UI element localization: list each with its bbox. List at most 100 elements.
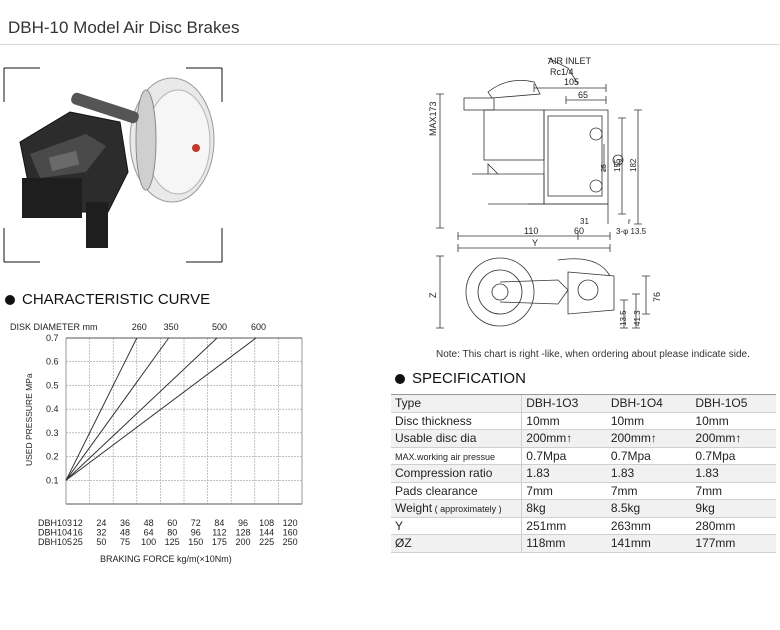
x-tick-label: 32	[96, 528, 106, 538]
x-tick-label: 80	[167, 528, 177, 538]
spec-row-label: Compression ratio	[391, 464, 523, 483]
spec-cell: 7mm	[606, 482, 692, 500]
dim-z: Z	[428, 292, 438, 298]
spec-cell: DBH-1O3	[521, 395, 607, 413]
dim-41-3: 41.3	[633, 310, 642, 326]
spec-cell: 251mm	[521, 517, 607, 535]
product-photo	[3, 67, 223, 263]
dim-31: 31	[580, 217, 589, 226]
x-tick-label: 200	[235, 537, 250, 547]
spec-cell: 7mm	[521, 482, 607, 500]
y-tick-label: 0.3	[46, 428, 59, 438]
spec-row-label: Usable disc dia	[391, 429, 523, 448]
spec-row-label: Weight ( approximately )	[391, 499, 523, 518]
dim-60: 60	[574, 226, 584, 236]
spec-heading-text: SPECIFICATION	[412, 370, 526, 387]
x-tick-label: 16	[73, 528, 83, 538]
technical-drawing: AIR INLET Rc1/4 105 65 MAX173 2 25 155 1…	[428, 56, 662, 329]
x-tick-label: 160	[283, 528, 298, 538]
spec-cell: 141mm	[606, 534, 692, 553]
title-divider	[0, 44, 780, 45]
x-tick-label: 128	[235, 528, 250, 538]
dim-65: 65	[578, 90, 588, 100]
spec-row-label: ØZ	[391, 534, 523, 553]
spec-cell: 280mm	[691, 517, 776, 535]
spec-top-rule	[391, 394, 776, 395]
series-label-350: 350	[164, 322, 179, 332]
corner-mark-br	[186, 228, 223, 263]
x-tick-label: 225	[259, 537, 274, 547]
disk-diameter-label: DISK DIAMETER mm	[10, 322, 98, 332]
spec-cell: 200mm↑	[521, 429, 607, 448]
y-tick-label: 0.7	[46, 333, 59, 343]
spec-cell: 9kg	[691, 499, 776, 518]
dim-y: Y	[532, 238, 538, 248]
spec-cell: 1.83	[521, 464, 607, 483]
x-tick-label: 125	[165, 537, 180, 547]
x-tick-label: 64	[144, 528, 154, 538]
curve-heading-text: CHARACTERISTIC CURVE	[22, 291, 211, 308]
x-row-name: DBH104	[38, 528, 72, 538]
spec-row-label: Type	[391, 395, 523, 413]
x-tick-label: 48	[144, 518, 154, 528]
x-tick-label: 96	[238, 518, 248, 528]
spec-cell: 118mm	[521, 534, 607, 553]
x-tick-label: 175	[212, 537, 227, 547]
series-label-600: 600	[251, 322, 266, 332]
x-tick-label: 75	[120, 537, 130, 547]
air-inlet-label: AIR INLET	[548, 56, 592, 66]
spec-cell: 10mm	[606, 412, 692, 430]
spec-cell: 0.7Mpa	[606, 447, 692, 465]
x-tick-label: 96	[191, 528, 201, 538]
series-line-600	[65, 337, 257, 481]
dim-2: 2	[618, 159, 622, 166]
x-tick-label: 120	[283, 518, 298, 528]
x-tick-label: 84	[214, 518, 224, 528]
spec-cell: 7mm	[691, 482, 776, 500]
bullet-icon	[395, 373, 405, 384]
y-tick-label: 0.6	[46, 357, 59, 367]
dim-25: 25	[601, 164, 608, 172]
x-row-name: DBH103	[38, 518, 72, 528]
x-tick-label: 48	[120, 528, 130, 538]
spec-cell: DBH-1O5	[691, 395, 776, 413]
dim-110: 110	[524, 226, 538, 236]
corner-mark-tl	[3, 67, 40, 102]
spec-cell: 1.83	[606, 464, 692, 483]
dim-182: 182	[629, 158, 638, 172]
spec-cell: 8kg	[521, 499, 607, 518]
x-tick-label: 60	[167, 518, 177, 528]
x-tick-label: 24	[96, 518, 106, 528]
spec-cell: 0.7Mpa	[691, 447, 776, 465]
x-tick-label: 50	[96, 537, 106, 547]
x-tick-label: 108	[259, 518, 274, 528]
brake-illustration	[19, 77, 215, 248]
dim-13-5: 13.5	[619, 310, 628, 326]
spec-cell: 200mm↑	[691, 429, 776, 448]
rc-label: Rc1/4	[550, 67, 574, 77]
y-tick-label: 0.5	[46, 380, 59, 390]
series-label-260: 260	[132, 322, 147, 332]
spec-cell: 10mm	[691, 412, 776, 430]
series-line-500	[65, 337, 218, 481]
x-axis-label: BRAKING FORCE kg/m(×10Nm)	[100, 554, 232, 564]
y-tick-label: 0.4	[46, 404, 59, 414]
dim-r: r	[628, 217, 631, 226]
spec-row-label-note: ( approximately )	[432, 504, 502, 515]
spec-row-label: Y	[391, 517, 523, 535]
spec-row-label: MAX.working air pressue	[391, 447, 523, 465]
x-tick-label: 100	[141, 537, 156, 547]
spec-cell: DBH-1O4	[606, 395, 692, 413]
x-tick-label: 250	[283, 537, 298, 547]
spec-cell: 10mm	[521, 412, 607, 430]
y-axis-label: USED PRESSURE MPa	[24, 373, 34, 466]
spec-cell: 8.5kg	[606, 499, 692, 518]
series-line-350	[65, 337, 170, 481]
